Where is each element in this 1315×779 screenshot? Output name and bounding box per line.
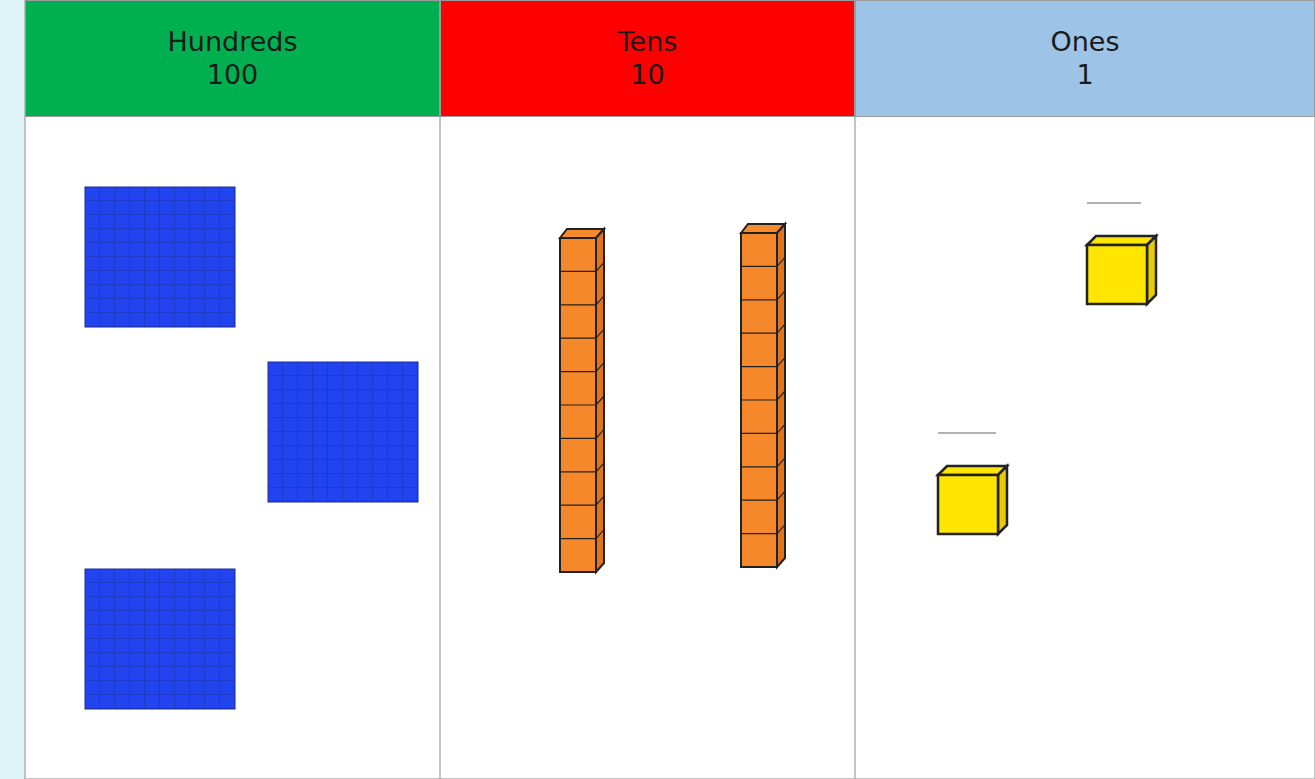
place-name: Ones [1050, 26, 1119, 58]
tens-header: Tens10 [440, 0, 855, 117]
hundreds-header: Hundreds100 [25, 0, 440, 117]
place-name: Tens [618, 26, 678, 58]
ones-header: Ones1 [855, 0, 1315, 117]
place-name: Hundreds [168, 26, 298, 58]
place-value: 1 [1076, 59, 1093, 91]
place-value: 100 [207, 59, 259, 91]
place-value: 10 [630, 59, 664, 91]
